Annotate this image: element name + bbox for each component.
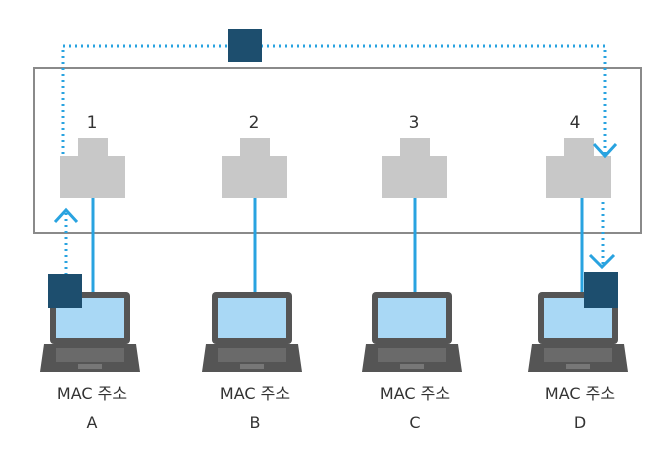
data-frame-icon-d: [584, 272, 618, 308]
host-c-name: C: [409, 413, 420, 432]
laptop-d: [528, 272, 628, 372]
ethernet-port-icon: [60, 138, 125, 198]
laptop-icon: [362, 292, 462, 372]
laptop-c: [362, 292, 462, 372]
host-a-name: A: [87, 413, 98, 432]
port-number-1: 1: [87, 113, 98, 133]
frame-path-top: [61, 44, 607, 166]
host-b-name: B: [250, 413, 261, 432]
data-frame-icon-a-front: [48, 274, 82, 308]
port-3: 3: [382, 113, 447, 198]
switch-chassis: [33, 67, 642, 234]
laptop-b: [202, 292, 302, 372]
ethernet-port-icon: [546, 138, 611, 198]
host-c-mac-label: MAC 주소: [380, 384, 450, 403]
ethernet-port-icon: [222, 138, 287, 198]
port-2: 2: [222, 113, 287, 198]
port-number-2: 2: [249, 113, 260, 133]
host-d-mac-label: MAC 주소: [545, 384, 615, 403]
port-number-4: 4: [570, 113, 581, 133]
port-4: 4: [546, 113, 611, 198]
host-d-name: D: [574, 413, 586, 432]
port-number-3: 3: [409, 113, 420, 133]
chevron-up-icon: [53, 207, 79, 224]
host-a-mac-label: MAC 주소: [57, 384, 127, 403]
laptop-icon: [202, 292, 302, 372]
data-frame-icon-top: [228, 29, 262, 62]
laptop-icon: [40, 292, 140, 372]
host-b-mac-label: MAC 주소: [220, 384, 290, 403]
chevron-down-icon: [592, 142, 618, 159]
port-1: 1: [60, 113, 125, 198]
ethernet-port-icon: [382, 138, 447, 198]
laptop-a: [40, 274, 140, 372]
chevron-down-icon: [588, 253, 616, 270]
